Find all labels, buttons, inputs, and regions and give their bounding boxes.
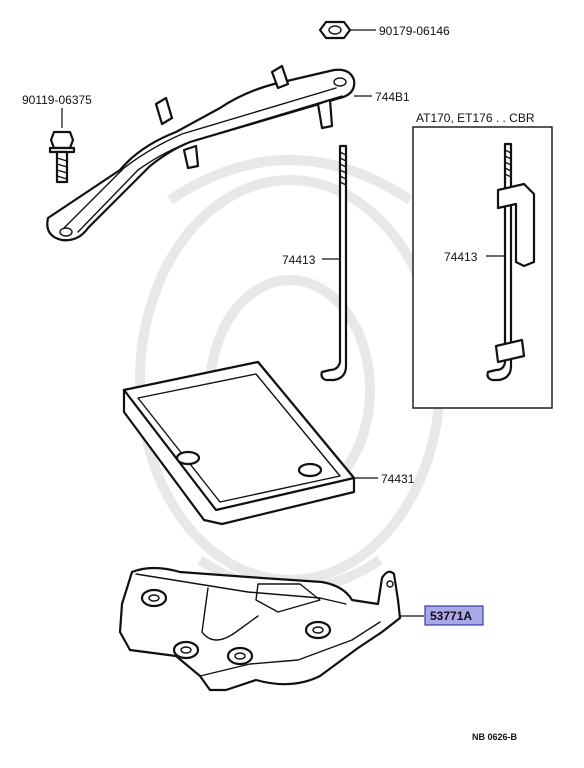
tray-part[interactable]	[122, 360, 356, 526]
clamp-part[interactable]	[46, 64, 356, 242]
nut-part-number: 90179-06146	[379, 24, 450, 38]
carrier-part-number[interactable]: 53771A	[430, 609, 472, 623]
carrier-part[interactable]	[118, 566, 402, 692]
inset-rod-part-number: 74413	[444, 250, 478, 264]
carrier-highlight[interactable]	[424, 605, 484, 626]
bolt-part[interactable]	[48, 130, 76, 184]
inset-frame	[412, 126, 553, 409]
variant-inset: AT170, ET176 . . CBR 74413	[412, 111, 553, 409]
rod-part-number: 74413	[282, 253, 316, 267]
bolt-part-number: 90119-06375	[22, 93, 92, 107]
rod-part[interactable]	[320, 144, 348, 382]
tray-part-number: 74431	[381, 472, 415, 486]
clamp-part-number: 744B1	[375, 90, 410, 104]
inset-rod-part[interactable]	[486, 142, 536, 382]
inset-title: AT170, ET176 . . CBR	[416, 111, 535, 125]
watermark-emblem	[135, 155, 445, 595]
diagram-code: NB 0626-B	[472, 732, 518, 742]
nut-part[interactable]	[318, 20, 352, 40]
